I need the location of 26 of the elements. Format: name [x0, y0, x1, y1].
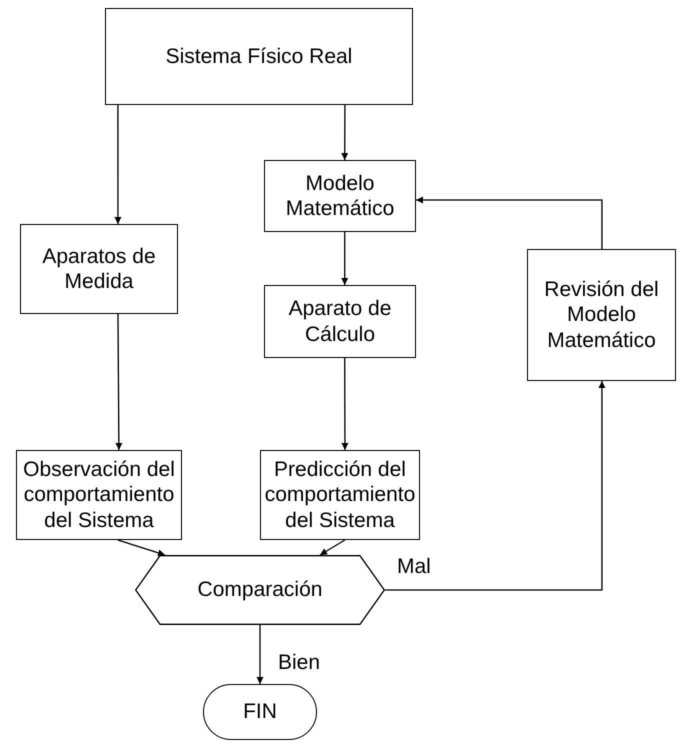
arrow — [320, 539, 346, 556]
node-label: FIN — [243, 699, 277, 725]
node-label: Aparato de Cálculo — [288, 296, 392, 347]
process-box — [264, 160, 416, 232]
arrow — [114, 105, 122, 224]
process-box — [16, 450, 182, 540]
process-box — [105, 8, 413, 105]
node-label: Sistema Físico Real — [166, 44, 352, 70]
node-label: Modelo Matemático — [284, 170, 396, 222]
arrow — [385, 381, 606, 591]
arrow — [416, 196, 603, 249]
process-box — [20, 224, 178, 314]
arrow — [256, 625, 264, 684]
node-label: Predicción del comportamiento del Sistema — [264, 457, 416, 533]
arrow — [341, 232, 348, 285]
arrow — [341, 105, 348, 160]
node-label: Aparatos de Medida — [41, 244, 157, 294]
node-label: Comparación — [198, 577, 322, 603]
node-label: Observación del comportamiento del Sistema — [22, 457, 176, 533]
node-label: Revisión del Modelo Matemático — [543, 277, 660, 353]
arrow — [341, 358, 348, 450]
process-box — [264, 285, 416, 358]
process-box — [527, 249, 676, 381]
arrow — [115, 314, 122, 450]
process-box — [260, 450, 420, 540]
arrow — [118, 539, 166, 556]
